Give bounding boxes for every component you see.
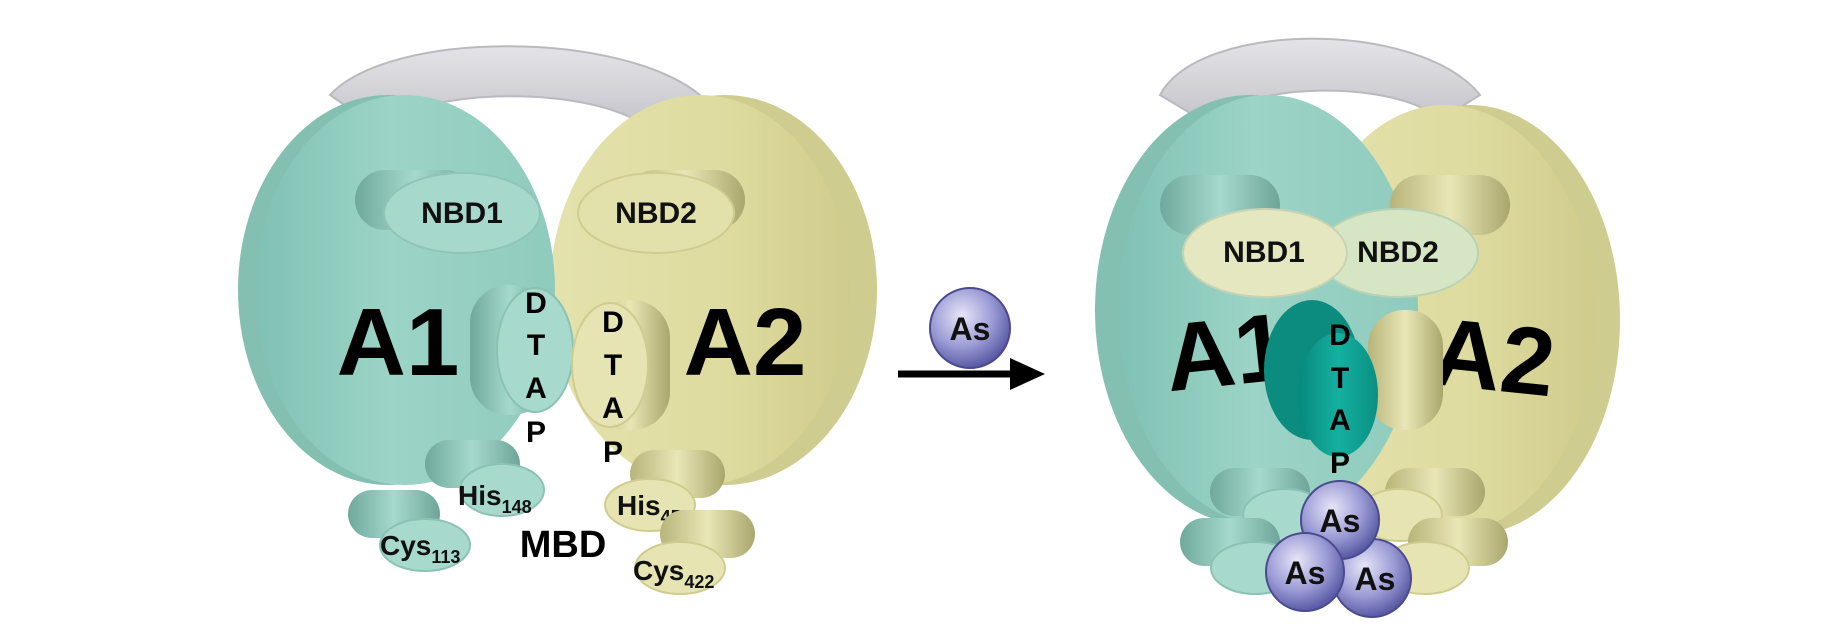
left-a2-dtap-p: P [603,436,623,469]
left-a2-label: A2 [684,289,807,396]
left-his148-label: His148 [458,480,532,517]
right-dtap-active [1298,333,1378,457]
left-mbd-label: MBD [520,524,607,566]
left-cys113-label: Cys113 [380,530,460,567]
right-nbd1-label: NBD1 [1223,236,1305,269]
left-a2-dtap-cap [571,302,649,428]
right-as-label-2: As [1285,555,1326,591]
reaction-arrow-group: As [898,287,1045,390]
left-cys422-label: Cys422 [633,555,714,592]
left-a2-dtap-a: A [602,392,624,425]
reaction-arrow-head [1010,358,1045,390]
left-nbd1-label: NBD1 [421,197,503,230]
right-nbd1-cap [1182,208,1348,298]
left-a2-dtap-d: D [602,306,624,339]
arrow-as-ion [929,287,1011,369]
right-dtap-t: T [1331,362,1349,395]
left-a1-dtap-d: D [525,287,547,320]
right-nbd2-label: NBD2 [1357,236,1439,269]
right-dtap-d: D [1329,319,1351,352]
left-cys113-cap [379,518,471,572]
arrow-as-label: As [950,311,991,347]
right-dtap-a: A [1329,404,1351,437]
right-as-label-1: As [1320,503,1361,539]
left-nbd2-cap [577,172,735,254]
left-a1-dtap-p: P [526,416,546,449]
right-a2-dtap-cylinder [1368,310,1443,430]
left-nbd1-cap [383,172,541,254]
left-a1-dtap-a: A [525,372,547,405]
left-his148-cap [459,463,545,517]
right-a2-label: A2 [1427,298,1560,417]
left-nbd2-label: NBD2 [615,197,697,230]
right-as-label-3: As [1355,561,1396,597]
left-cys422-cap [634,541,726,595]
left-a2-dtap-t: T [604,349,622,382]
left-structure: NBD1 NBD2 A1 A2 D T A P D T A P His148 C… [238,45,877,595]
left-linker-arch [328,45,702,132]
left-a1-label: A1 [337,289,460,396]
left-a1-dtap-t: T [527,329,545,362]
right-structure: NBD1 NBD2 A1 A2 D T A P As As As [1095,37,1620,618]
right-as-ion-2 [1265,532,1345,612]
right-dtap-p: P [1330,447,1350,480]
